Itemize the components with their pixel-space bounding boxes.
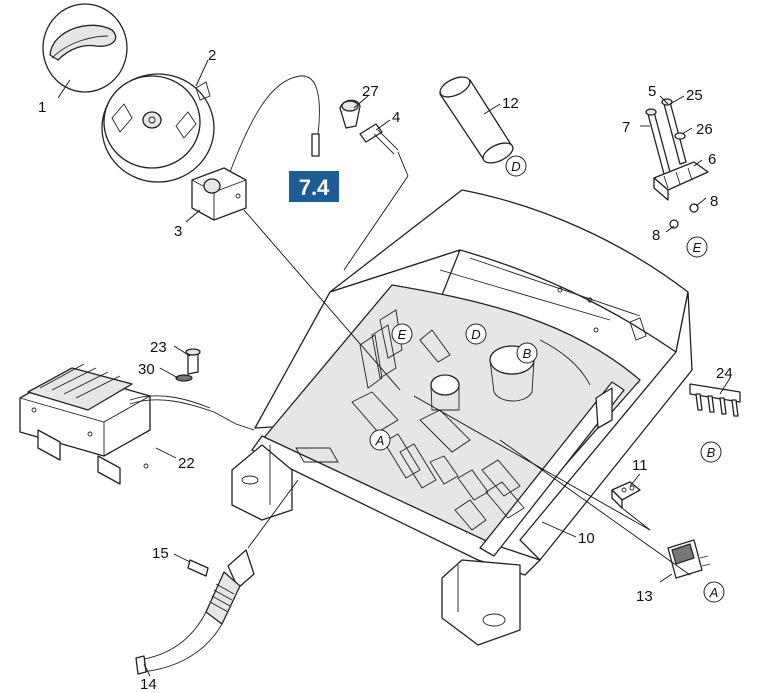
callout-26: 26 bbox=[696, 121, 713, 138]
marker-a-switch: A bbox=[703, 581, 725, 603]
screw-part-23 bbox=[185, 348, 201, 375]
callout-27: 27 bbox=[362, 83, 379, 100]
callout-13: 13 bbox=[636, 588, 653, 605]
callout-25: 25 bbox=[686, 87, 703, 104]
svg-text:E: E bbox=[693, 240, 702, 255]
callout-14: 14 bbox=[140, 676, 157, 693]
marker-b-strip: B bbox=[700, 441, 722, 463]
svg-text:A: A bbox=[375, 433, 385, 448]
washer-part-30 bbox=[175, 374, 193, 382]
cylinder-part-12 bbox=[439, 76, 514, 164]
fuse-part-15 bbox=[187, 559, 209, 577]
callout-4: 4 bbox=[392, 109, 400, 126]
callout-1: 1 bbox=[38, 99, 46, 116]
main-housing bbox=[231, 189, 693, 646]
callout-8-right: 8 bbox=[710, 193, 718, 210]
svg-text:D: D bbox=[471, 327, 480, 342]
callout-22: 22 bbox=[178, 455, 195, 472]
knob-part-1 bbox=[42, 3, 128, 93]
marker-a-housing: A bbox=[369, 429, 391, 451]
callout-2: 2 bbox=[208, 47, 216, 64]
sensor-clip-part-27 bbox=[339, 99, 361, 129]
callout-7: 7 bbox=[622, 119, 630, 136]
nut-part-8-left bbox=[669, 219, 679, 229]
callout-24: 24 bbox=[716, 365, 733, 382]
marker-e-bracket: E bbox=[686, 236, 708, 258]
connector-part-11 bbox=[611, 481, 641, 509]
svg-text:D: D bbox=[511, 159, 520, 174]
svg-text:B: B bbox=[707, 445, 716, 460]
callout-8-left: 8 bbox=[652, 227, 660, 244]
leader-lines bbox=[57, 59, 731, 677]
dial-plate-part-2 bbox=[101, 73, 215, 183]
screw-part-7 bbox=[645, 108, 671, 175]
terminal-bracket-part-6 bbox=[653, 161, 709, 201]
transformer-part-22 bbox=[19, 363, 237, 485]
housing-markers: E D B A bbox=[369, 323, 538, 451]
svg-text:B: B bbox=[523, 346, 532, 361]
power-cable-part-14 bbox=[135, 549, 255, 675]
svg-text:E: E bbox=[398, 327, 407, 342]
rocker-switch-part-13 bbox=[667, 539, 711, 579]
callout-11: 11 bbox=[632, 457, 648, 474]
svg-text:7.4: 7.4 bbox=[299, 175, 330, 200]
probe-part-4 bbox=[359, 123, 399, 155]
reference-badge-7-4[interactable]: 7.4 bbox=[289, 171, 339, 202]
callout-6: 6 bbox=[708, 151, 716, 168]
callout-3: 3 bbox=[174, 223, 182, 240]
callout-30: 30 bbox=[138, 361, 155, 378]
marker-d-housing: D bbox=[465, 323, 487, 345]
marker-e-housing: E bbox=[391, 323, 413, 345]
washer-part-26 bbox=[674, 132, 686, 140]
terminal-strip-part-24 bbox=[689, 383, 741, 417]
callout-10: 10 bbox=[578, 530, 595, 547]
marker-d-tube: D bbox=[505, 155, 527, 177]
callout-12: 12 bbox=[502, 95, 519, 112]
callout-5: 5 bbox=[648, 83, 656, 100]
callout-numbers: 1 2 3 27 4 12 5 25 7 26 6 8 8 23 30 22 2… bbox=[38, 47, 733, 693]
callout-23: 23 bbox=[150, 339, 167, 356]
svg-text:A: A bbox=[709, 585, 719, 600]
callout-15: 15 bbox=[152, 545, 169, 562]
thermostat-part-3 bbox=[191, 75, 320, 221]
marker-b-housing: B bbox=[516, 342, 538, 364]
